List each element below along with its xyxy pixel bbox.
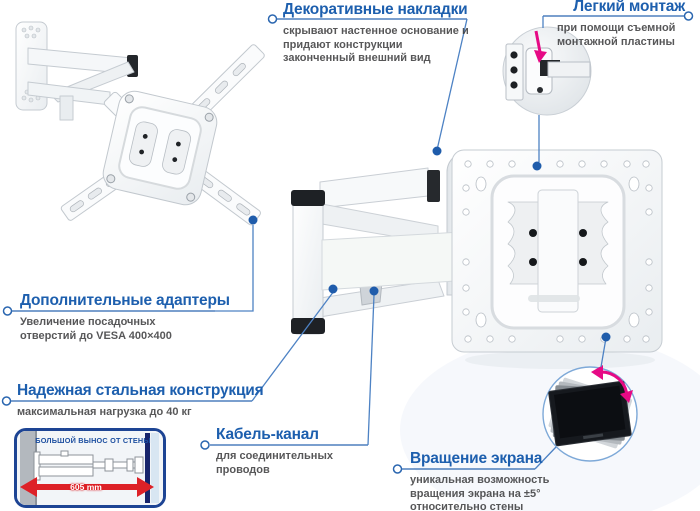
callout-steel-construction: Надежная стальная конструкция максимальн… bbox=[17, 382, 267, 420]
callout-decorative-covers: Декоративные накладки скрывают настенное… bbox=[283, 1, 483, 66]
callout-description: для соединительных проводов bbox=[216, 450, 333, 476]
wall-plate bbox=[291, 190, 325, 335]
wall-distance-schematic bbox=[17, 431, 163, 505]
callout-title: Дополнительные адаптеры bbox=[20, 292, 230, 309]
measurement-label: 605 mm bbox=[70, 482, 102, 492]
mount-side-view bbox=[291, 149, 663, 353]
callout-title: Декоративные накладки bbox=[283, 1, 468, 18]
callout-screen-rotation: Вращение экрана уникальная возможность в… bbox=[410, 450, 570, 511]
callout-description: Увеличение посадочных отверстий до VESA … bbox=[20, 316, 172, 342]
callout-easy-mounting: Легкий монтаж при помощи съемной монтажн… bbox=[557, 0, 685, 49]
wall-plate-perforations bbox=[21, 25, 41, 103]
callout-title: Кабель-канал bbox=[216, 426, 319, 443]
feature-box-wall-distance: БОЛЬШОЙ ВЫНОС ОТ СТЕНЫ 605 mm bbox=[14, 428, 166, 508]
mount-front-view bbox=[15, 21, 265, 226]
callout-description: уникальная возможность вращения экрана н… bbox=[410, 474, 550, 511]
measure-arrow-icon bbox=[20, 477, 154, 497]
vesa-center-plate bbox=[102, 90, 218, 206]
callout-title: Надежная стальная конструкция bbox=[17, 382, 264, 399]
rotation-arrow-icon bbox=[591, 365, 633, 403]
plate-shadow bbox=[465, 351, 655, 369]
callout-description: скрывают настенное основание и придают к… bbox=[283, 25, 469, 64]
callout-description: при помощи съемной монтажной пластины bbox=[557, 22, 676, 48]
embossed-logo bbox=[528, 295, 580, 302]
callout-title: Вращение экрана bbox=[410, 450, 543, 467]
callout-title: Легкий монтаж bbox=[573, 0, 685, 15]
extended-arm-schematic bbox=[33, 450, 144, 481]
rotating-screen bbox=[548, 377, 633, 449]
tv-edge-line bbox=[145, 433, 150, 503]
vesa-plate bbox=[451, 149, 663, 353]
callout-end-circles bbox=[1, 11, 694, 474]
center-bracket bbox=[537, 189, 579, 313]
callout-dots bbox=[248, 146, 611, 342]
connector-lines bbox=[215, 16, 607, 470]
callout-underlines bbox=[11, 15, 684, 470]
callout-cable-channel: Кабель-канал для соединительных проводов bbox=[216, 426, 376, 477]
callout-description: максимальная нагрузка до 40 кг bbox=[17, 406, 192, 418]
insert-arrow-icon bbox=[534, 30, 547, 63]
mounting-plate-closeup-circle bbox=[502, 26, 592, 116]
vesa-plate-holes bbox=[462, 160, 653, 343]
feature-box-title: БОЛЬШОЙ ВЫНОС ОТ СТЕНЫ bbox=[35, 436, 151, 445]
screen-rotation-circle bbox=[542, 365, 638, 462]
arm-hinge-cap bbox=[427, 170, 440, 202]
callout-extra-adapters: Дополнительные адаптеры Увеличение посад… bbox=[20, 292, 240, 343]
